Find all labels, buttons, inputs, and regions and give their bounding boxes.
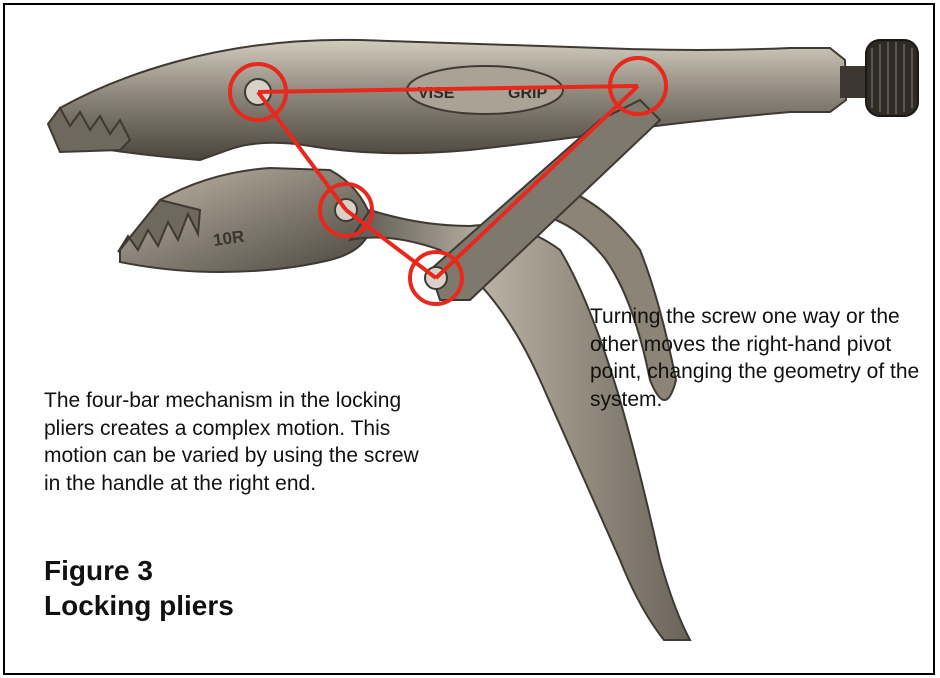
figure-title: Figure 3 Locking pliers (44, 553, 234, 623)
screw-caption: Turning the screw one way or the other m… (590, 303, 930, 414)
mechanism-caption: The four-bar mechanism in the locking pl… (44, 387, 434, 498)
figure-number: Figure 3 (44, 553, 234, 588)
figure-name: Locking pliers (44, 588, 234, 623)
adjusting-knob (866, 40, 918, 116)
